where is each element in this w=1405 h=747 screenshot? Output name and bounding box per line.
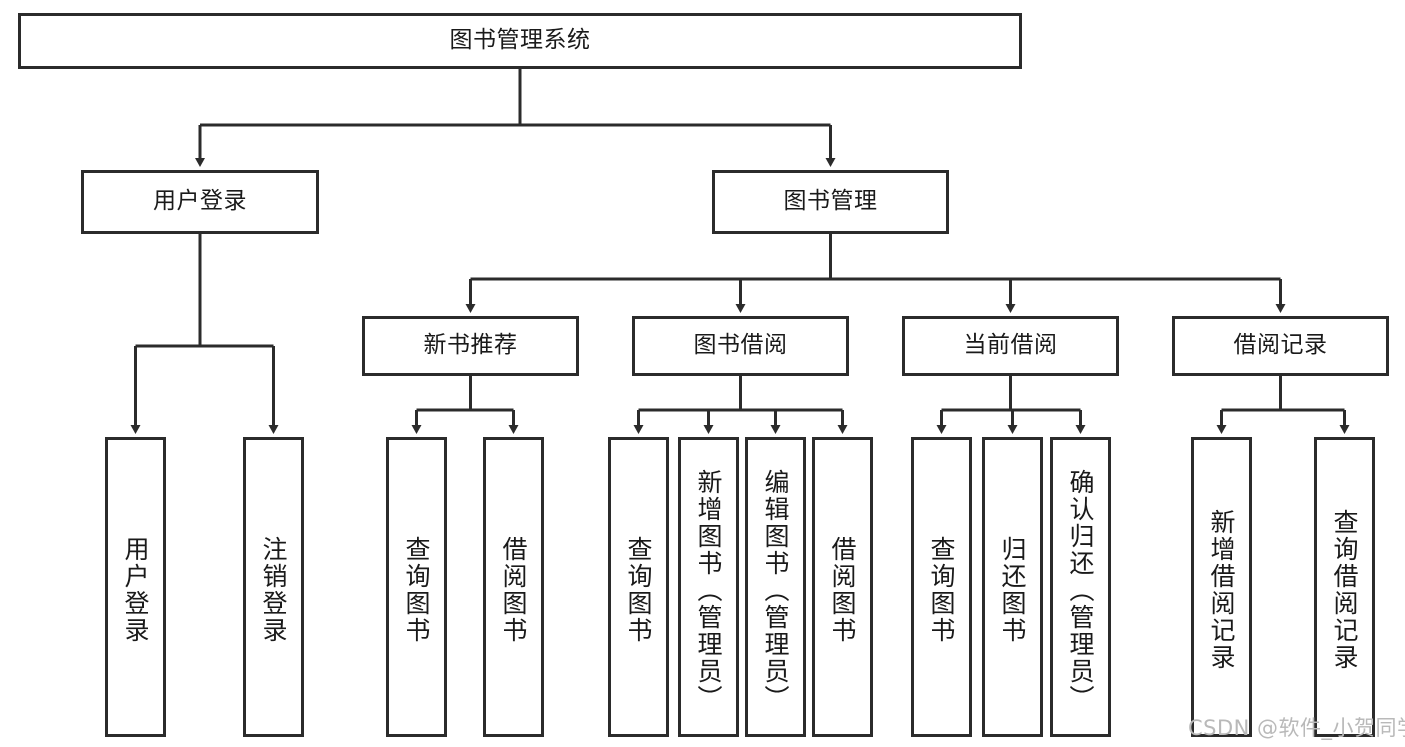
node-label: 确认归还（管理员） bbox=[1066, 468, 1095, 712]
node-leaf-query-book-2[interactable]: 查询图书 bbox=[608, 437, 669, 737]
node-leaf-return-book[interactable]: 归还图书 bbox=[982, 437, 1043, 737]
node-label: 查询借阅记录 bbox=[1330, 509, 1359, 671]
node-leaf-user-login[interactable]: 用户登录 bbox=[105, 437, 166, 737]
node-label: 当前借阅 bbox=[963, 332, 1058, 359]
node-label: 注销登录 bbox=[259, 536, 288, 644]
node-leaf-borrow-book-2[interactable]: 借阅图书 bbox=[812, 437, 873, 737]
node-book-borrow[interactable]: 图书借阅 bbox=[632, 316, 849, 376]
node-label: 新增借阅记录 bbox=[1207, 509, 1236, 671]
node-label: 查询图书 bbox=[402, 536, 431, 644]
node-leaf-edit-book[interactable]: 编辑图书（管理员） bbox=[745, 437, 806, 737]
node-new-book-rec[interactable]: 新书推荐 bbox=[362, 316, 579, 376]
node-leaf-query-book-1[interactable]: 查询图书 bbox=[386, 437, 447, 737]
node-label: 用户登录 bbox=[153, 188, 247, 215]
node-book-manage[interactable]: 图书管理 bbox=[712, 170, 949, 234]
node-leaf-borrow-book-1[interactable]: 借阅图书 bbox=[483, 437, 544, 737]
node-current-borrow[interactable]: 当前借阅 bbox=[902, 316, 1119, 376]
node-leaf-confirm-ret[interactable]: 确认归还（管理员） bbox=[1050, 437, 1111, 737]
node-label: 借阅图书 bbox=[828, 536, 857, 644]
node-label: 用户登录 bbox=[121, 536, 150, 644]
node-leaf-user-logout[interactable]: 注销登录 bbox=[243, 437, 304, 737]
node-label: 新增图书（管理员） bbox=[694, 468, 723, 712]
node-label: 借阅图书 bbox=[499, 536, 528, 644]
node-leaf-add-book[interactable]: 新增图书（管理员） bbox=[678, 437, 739, 737]
node-label: 查询图书 bbox=[624, 536, 653, 644]
node-leaf-add-record[interactable]: 新增借阅记录 bbox=[1191, 437, 1252, 737]
node-leaf-query-record[interactable]: 查询借阅记录 bbox=[1314, 437, 1375, 737]
node-user-login[interactable]: 用户登录 bbox=[81, 170, 319, 234]
node-label: 查询图书 bbox=[927, 536, 956, 644]
node-label: 编辑图书（管理员） bbox=[761, 468, 790, 712]
node-root[interactable]: 图书管理系统 bbox=[18, 13, 1022, 69]
node-label: 新书推荐 bbox=[423, 332, 518, 359]
node-label: 图书管理系统 bbox=[449, 27, 591, 54]
node-label: 归还图书 bbox=[998, 536, 1027, 644]
node-label: 借阅记录 bbox=[1233, 332, 1328, 359]
node-borrow-record[interactable]: 借阅记录 bbox=[1172, 316, 1389, 376]
node-label: 图书管理 bbox=[783, 188, 878, 215]
watermark: CSDN @软件_小贺同学 bbox=[1188, 716, 1405, 740]
node-leaf-query-book-3[interactable]: 查询图书 bbox=[911, 437, 972, 737]
node-label: 图书借阅 bbox=[693, 332, 788, 359]
